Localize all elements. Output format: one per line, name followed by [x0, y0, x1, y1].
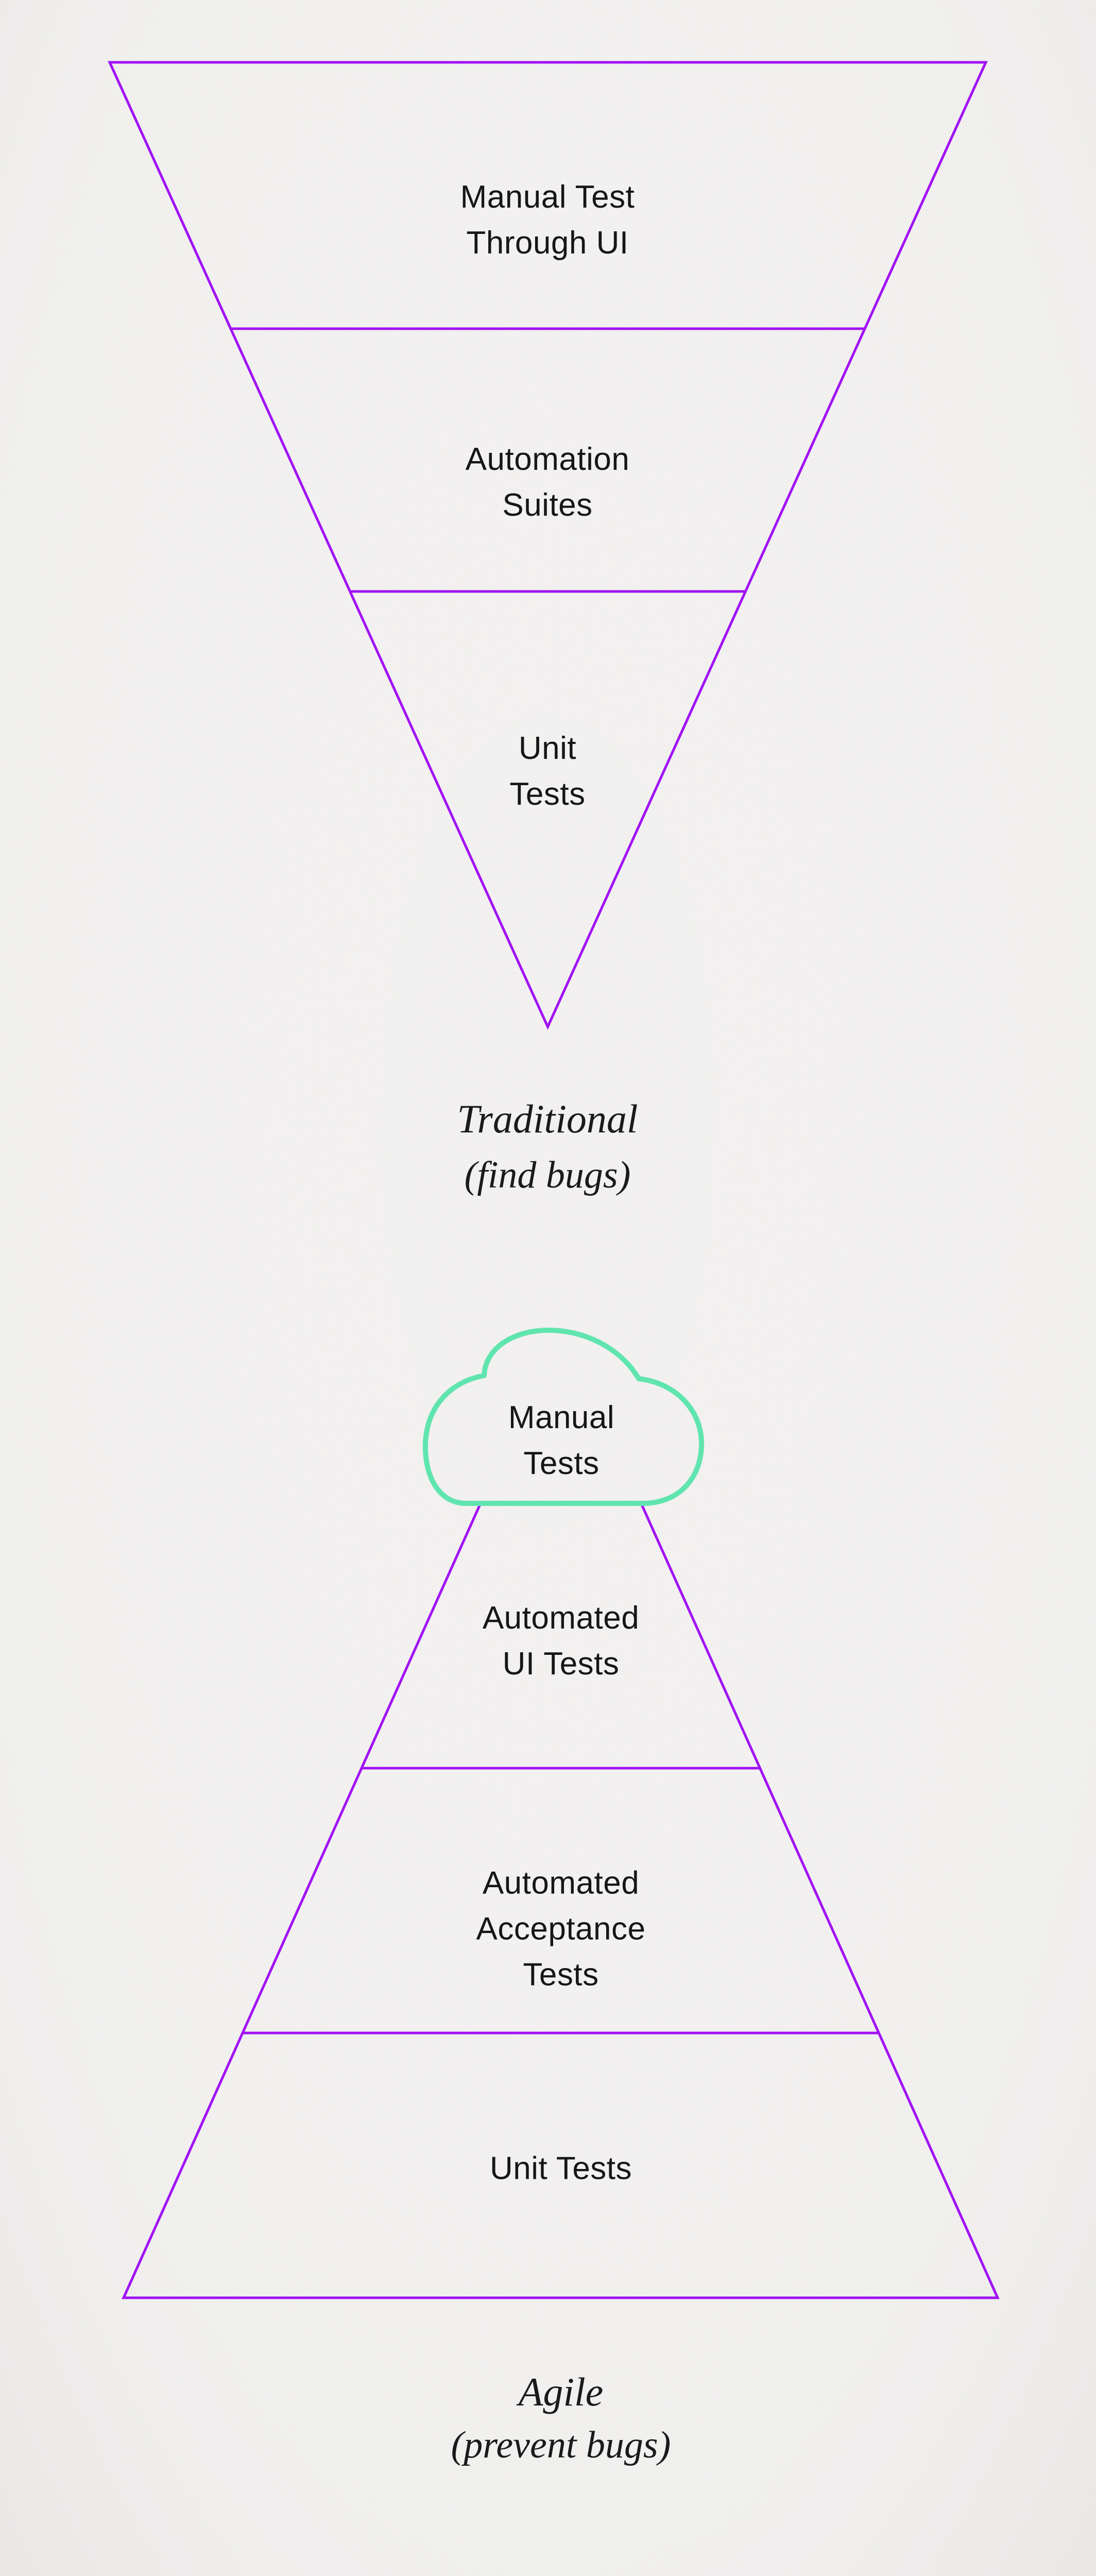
- traditional-level-unit-tests-label: Unit Tests: [509, 731, 586, 812]
- agile-subtitle: (prevent bugs): [451, 2424, 671, 2466]
- agile-title: Agile: [518, 2369, 604, 2414]
- agile-level-automated-acceptance-tests-label: Automated Acceptance Tests: [476, 1865, 646, 1993]
- traditional-subtitle: (find bugs): [464, 1154, 631, 1196]
- agile-cloud-manual-tests-label: Manual Tests: [508, 1400, 615, 1481]
- traditional-level-manual-test-label: Manual Test Through UI: [460, 179, 635, 261]
- agile-level-automated-ui-tests-label: Automated UI Tests: [482, 1600, 640, 1682]
- agile-level-unit-tests-label: Unit Tests: [489, 2150, 632, 2187]
- traditional-title: Traditional: [457, 1096, 638, 1141]
- traditional-level-automation-suites-label: Automation Suites: [465, 442, 630, 523]
